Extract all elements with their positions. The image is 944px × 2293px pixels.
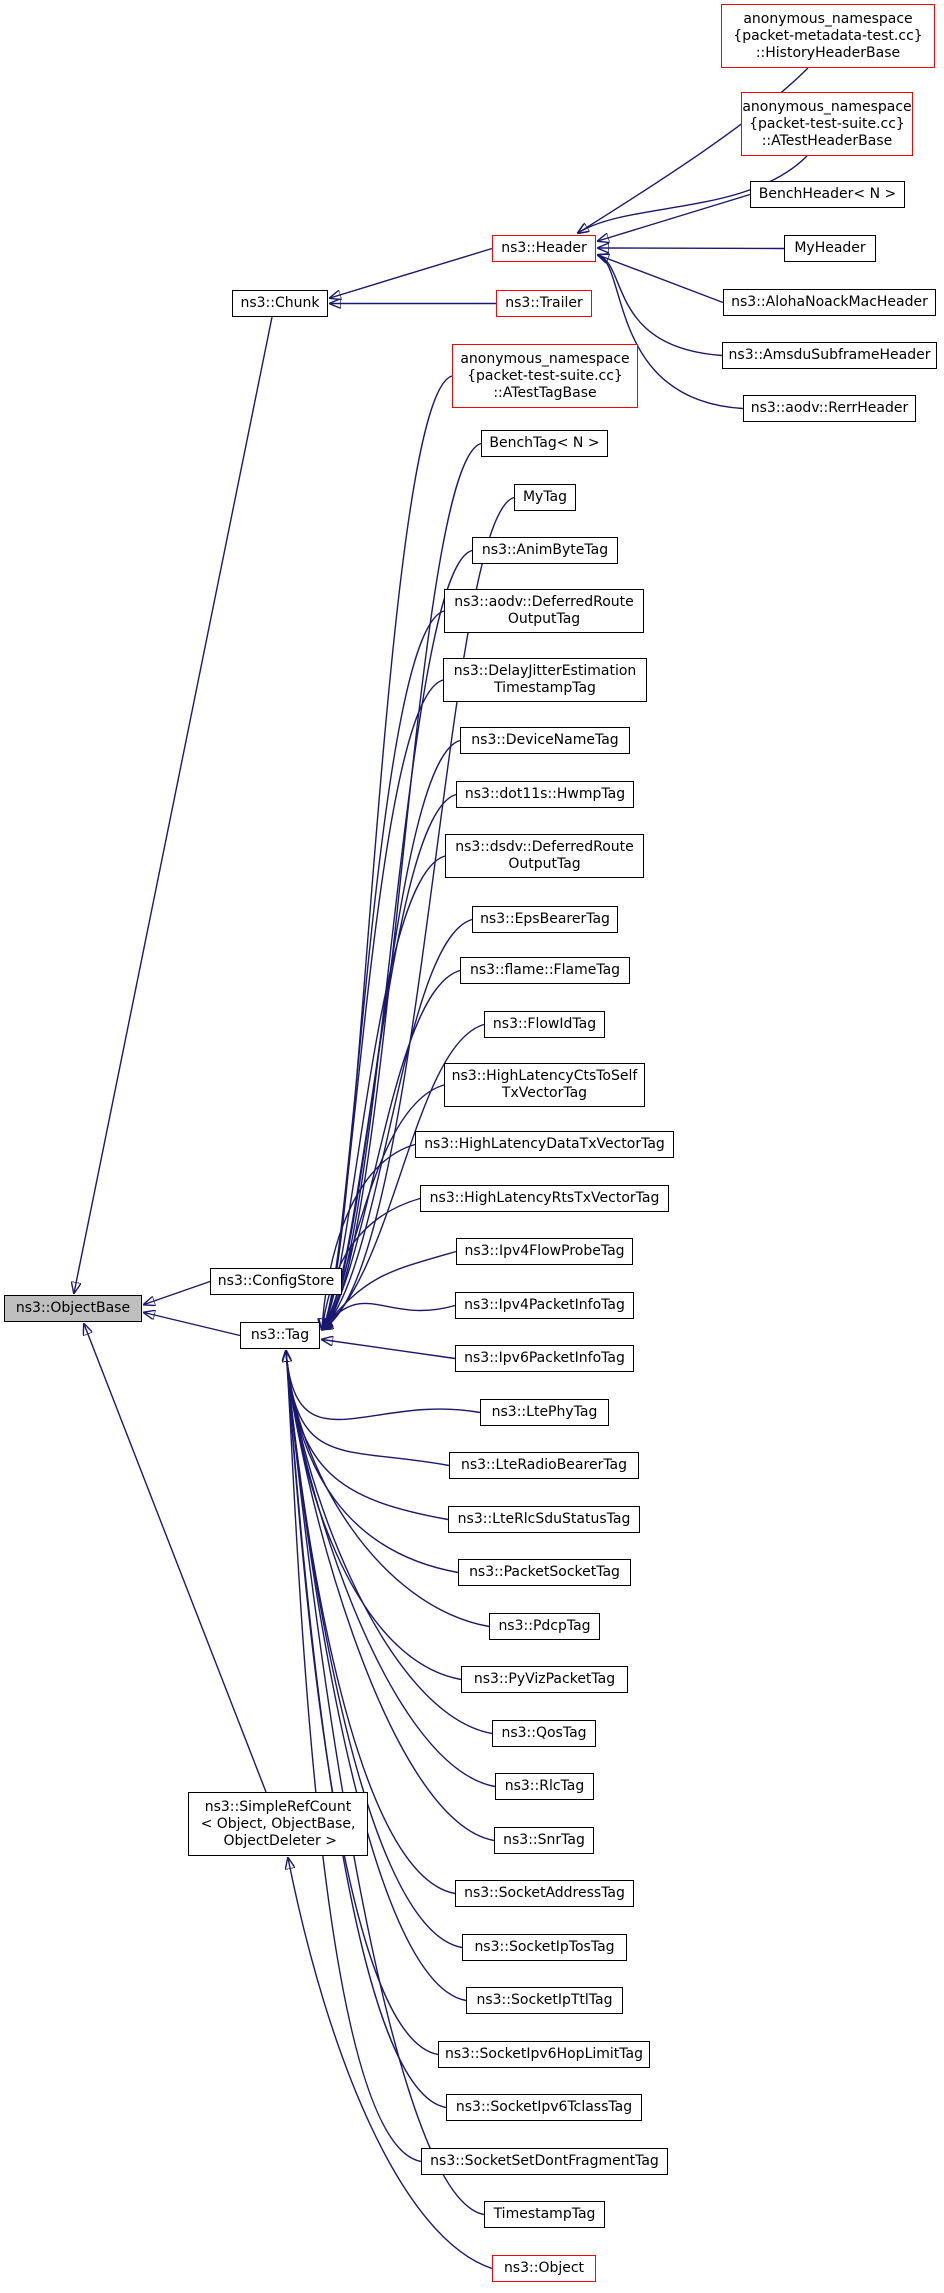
node-packet-socket-tag[interactable]: ns3::PacketSocketTag [458,1559,631,1586]
edge-snr-to-tag [286,1351,495,1842]
edge-alohanoack-to-header [598,255,724,304]
edge-configstore-to-objectbase [144,1280,211,1305]
edge-hldata-to-tag [322,1143,416,1330]
node-pyviz-packet-tag[interactable]: ns3::PyVizPacketTag [461,1666,628,1693]
node-aodv-deferred-route-output-tag[interactable]: ns3::aodv::DeferredRoute OutputTag [444,589,644,633]
node-ns3-simplerefcount[interactable]: ns3::SimpleRefCount < Object, ObjectBase… [188,1792,368,1856]
node-socket-address-tag[interactable]: ns3::SocketAddressTag [455,1880,634,1907]
node-socket-ip-tos-tag[interactable]: ns3::SocketIpTosTag [462,1934,627,1961]
node-benchheader[interactable]: BenchHeader< N > [750,181,905,208]
node-aodv-rerr-header[interactable]: ns3::aodv::RerrHeader [743,395,916,422]
node-ns3-tag[interactable]: ns3::Tag [240,1322,320,1349]
edge-historyheaderbase-to-header [578,67,809,233]
node-snr-tag[interactable]: ns3::SnrTag [494,1827,594,1854]
edge-ltephy-to-tag [286,1351,481,1421]
edge-lterlcsdu-to-tag [286,1351,449,1521]
node-ipv4-packet-info-tag[interactable]: ns3::Ipv4PacketInfoTag [455,1292,634,1319]
node-ipv6-packet-info-tag[interactable]: ns3::Ipv6PacketInfoTag [455,1345,634,1372]
node-atest-header-base[interactable]: anonymous_namespace {packet-test-suite.c… [741,92,913,156]
node-pdcp-tag[interactable]: ns3::PdcpTag [489,1613,600,1640]
edge-ipv4flowprobe-to-tag [322,1250,457,1330]
edge-epsbearer-to-tag [322,918,473,1330]
edge-hlrts-to-tag [322,1197,421,1330]
node-high-latency-data-tag[interactable]: ns3::HighLatencyDataTxVectorTag [415,1131,674,1158]
edge-benchtag-to-tag [322,442,482,1330]
edge-chunk-to-objectbase [74,316,273,1293]
node-history-header-base[interactable]: anonymous_namespace {packet-metadata-tes… [721,4,935,68]
node-benchtag[interactable]: BenchTag< N > [481,430,608,457]
node-mytag[interactable]: MyTag [514,484,576,511]
edge-rerr-to-header [598,255,744,410]
node-device-name-tag[interactable]: ns3::DeviceNameTag [460,727,630,754]
edge-timestamp-to-tag [286,1351,485,2216]
edge-ipv4pktinfo-to-tag [322,1302,456,1329]
node-ipv4-flow-probe-tag[interactable]: ns3::Ipv4FlowProbeTag [456,1238,633,1265]
edge-object-to-simplerefcount [288,1858,493,2270]
edge-atestheaderbase-to-header [578,155,808,233]
node-lte-radio-bearer-tag[interactable]: ns3::LteRadioBearerTag [449,1452,639,1479]
node-ns3-object[interactable]: ns3::Object [492,2255,596,2282]
node-dsdv-deferred-route-output-tag[interactable]: ns3::dsdv::DeferredRoute OutputTag [445,834,644,878]
edge-flametag-to-tag [322,969,461,1330]
node-qos-tag[interactable]: ns3::QosTag [492,1720,596,1747]
edge-header-to-chunk [330,247,493,299]
node-rlc-tag[interactable]: ns3::RlcTag [495,1773,594,1800]
node-flow-id-tag[interactable]: ns3::FlowIdTag [484,1011,605,1038]
node-eps-bearer-tag[interactable]: ns3::EpsBearerTag [472,906,618,933]
node-socket-ipv6-hop-limit-tag[interactable]: ns3::SocketIpv6HopLimitTag [438,2041,650,2068]
edge-benchheader-to-header [598,193,751,242]
node-ns3-chunk[interactable]: ns3::Chunk [232,290,328,317]
node-socket-set-dont-fragment-tag[interactable]: ns3::SocketSetDontFragmentTag [421,2148,668,2175]
node-ns3-objectbase[interactable]: ns3::ObjectBase [4,1295,142,1322]
node-timestamp-tag[interactable]: TimestampTag [484,2201,605,2228]
node-socket-ipv6-tclass-tag[interactable]: ns3::SocketIpv6TclassTag [446,2094,642,2121]
edge-pdcp-to-tag [286,1351,490,1628]
edge-ipv6pktinfo-to-tag [322,1340,456,1360]
edge-hwmp-to-tag [322,793,457,1330]
node-delay-jitter-timestamp-tag[interactable]: ns3::DelayJitterEstimation TimestampTag [443,658,647,702]
edge-pyviz-to-tag [286,1351,462,1681]
node-lte-rlc-sdu-status-tag[interactable]: ns3::LteRlcSduStatusTag [448,1506,640,1533]
node-dot11s-hwmp-tag[interactable]: ns3::dot11s::HwmpTag [456,781,634,808]
node-aloha-noack-mac-header[interactable]: ns3::AlohaNoackMacHeader [723,289,936,316]
edge-hlcts-to-tag [322,1084,445,1330]
node-socket-ip-ttl-tag[interactable]: ns3::SocketIpTtlTag [466,1987,623,2014]
node-flame-tag[interactable]: ns3::flame::FlameTag [460,957,630,984]
edge-socketipv6tclass-to-tag [286,1351,447,2109]
node-high-latency-rts-tag[interactable]: ns3::HighLatencyRtsTxVectorTag [420,1185,669,1212]
node-anim-byte-tag[interactable]: ns3::AnimByteTag [472,537,618,564]
edge-flowid-to-tag [322,1023,485,1330]
node-ns3-trailer[interactable]: ns3::Trailer [496,290,592,317]
node-amsdu-subframe-header[interactable]: ns3::AmsduSubframeHeader [722,342,937,369]
edge-packetsocket-to-tag [286,1351,459,1574]
node-ns3-configstore[interactable]: ns3::ConfigStore [210,1268,342,1295]
edge-atesttagbase-to-tag [322,375,453,1330]
node-atest-tag-base[interactable]: anonymous_namespace {packet-test-suite.c… [452,344,638,408]
edge-tag-to-objectbase [144,1313,241,1337]
node-lte-phy-tag[interactable]: ns3::LtePhyTag [480,1399,609,1426]
node-ns3-header[interactable]: ns3::Header [492,235,596,262]
edge-socketipttl-to-tag [286,1351,467,2002]
edge-simplerefcount-to-objectbase [84,1324,267,1793]
node-high-latency-cts-to-self-tag[interactable]: ns3::HighLatencyCtsToSelf TxVectorTag [444,1063,645,1107]
edge-myheader-to-header [598,248,785,249]
node-myheader[interactable]: MyHeader [784,235,876,262]
edge-amsdu-to-header [598,255,723,357]
